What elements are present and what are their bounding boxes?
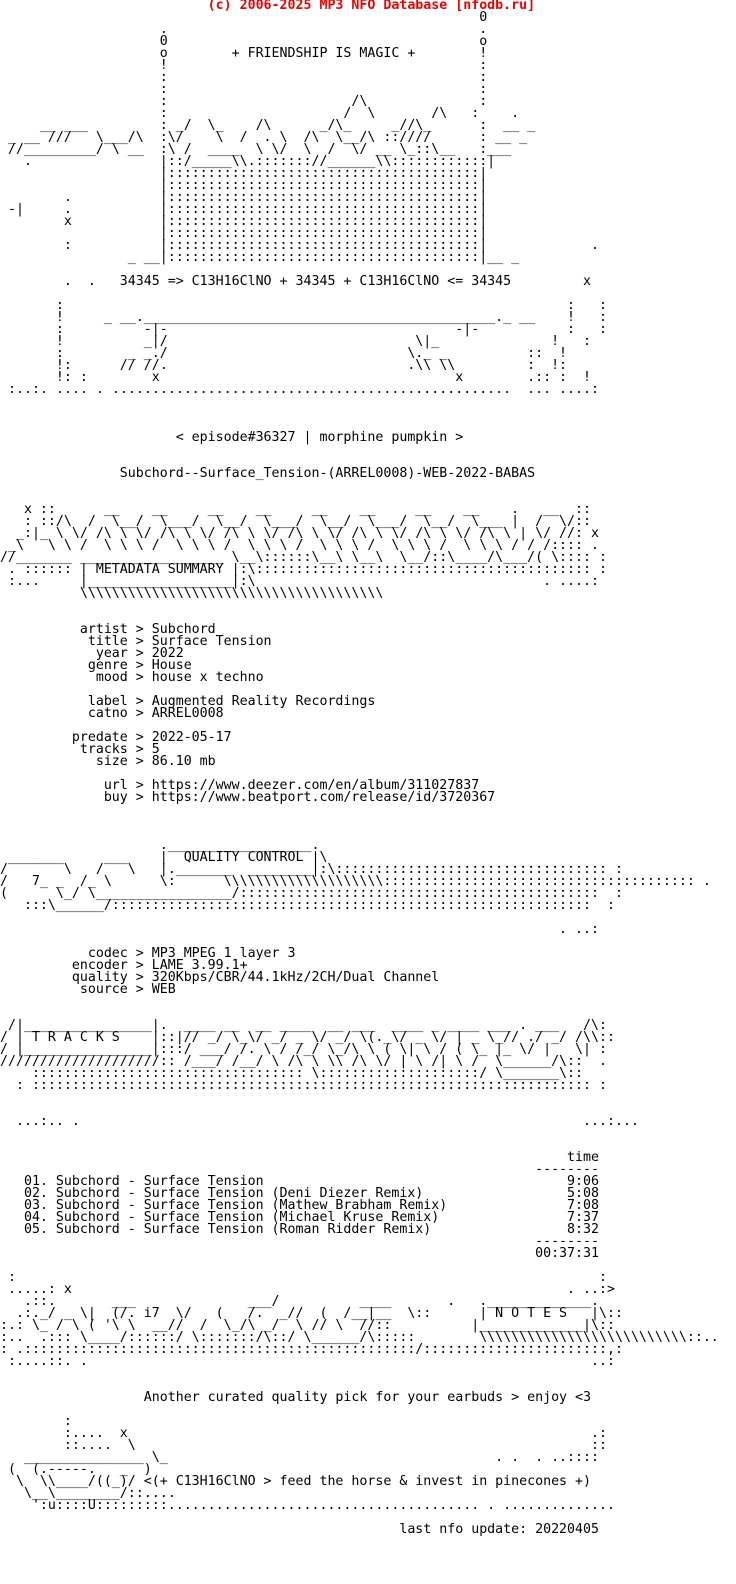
nfo-ascii-document: 0 . . 0 o o + FRIENDSHIP IS MAGIC + ! xyxy=(0,10,719,1537)
nfo-db-copyright-header: (c) 2006-2025 MP3 NFO Database [nfodb.ru… xyxy=(0,0,536,13)
